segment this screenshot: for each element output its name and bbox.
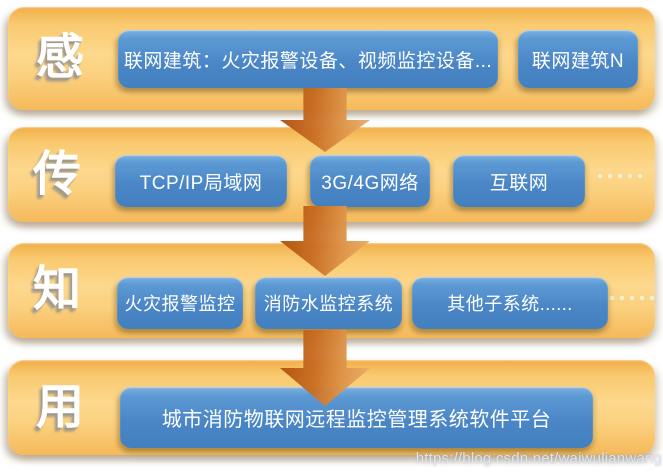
more-dots-icon — [610, 296, 654, 300]
layer-label-know: 知 — [33, 263, 82, 316]
box-other-subsystems: 其他子系统...... — [412, 277, 608, 329]
layer-label-transmit: 传 — [33, 148, 82, 201]
box-3g4g-network: 3G/4G网络 — [310, 155, 430, 207]
layer-label-sense: 感 — [36, 31, 85, 84]
box-fire-water-monitoring-system: 消防水监控系统 — [255, 277, 402, 329]
watermark-url: https://blog.csdn.net/waiwulianwang — [415, 450, 662, 467]
box-fire-alarm-monitoring: 火灾报警监控 — [117, 277, 243, 329]
box-networked-building-devices: 联网建筑：火灾报警设备、视频监控设备... — [118, 30, 498, 88]
box-tcpip-lan: TCP/IP局域网 — [115, 155, 287, 207]
box-networked-building-n: 联网建筑N — [518, 30, 638, 88]
box-internet: 互联网 — [453, 155, 585, 207]
layer-label-use: 用 — [36, 381, 85, 434]
more-dots-icon — [598, 174, 642, 178]
box-city-fire-iot-platform: 城市消防物联网远程监控管理系统软件平台 — [120, 387, 593, 448]
